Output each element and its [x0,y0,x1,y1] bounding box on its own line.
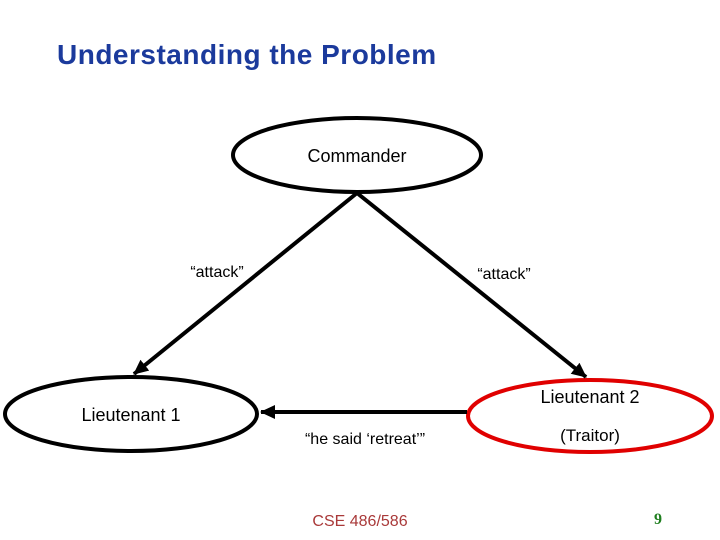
lieutenant2-traitor-label: (Traitor) [560,426,620,445]
attack-label-right: “attack” [477,266,530,283]
lieutenant2-label: Lieutenant 2 [540,387,639,407]
commander-label: Commander [307,146,406,166]
attack-label-left: “attack” [190,264,243,281]
commander-node [231,116,483,194]
slide-title: Understanding the Problem [57,39,437,70]
slide-page-number: 9 [654,511,662,528]
lieutenant1-label: Lieutenant 1 [81,405,180,425]
edge-commander-to-lieutenant2 [355,191,588,379]
lieutenant2-node [466,378,714,454]
lieutenant1-node [3,375,259,453]
footer-course-label: CSE 486/586 [312,513,408,530]
retreat-message-label: “he said ‘retreat’” [305,431,425,448]
edge-commander-to-lieutenant1 [132,191,359,376]
